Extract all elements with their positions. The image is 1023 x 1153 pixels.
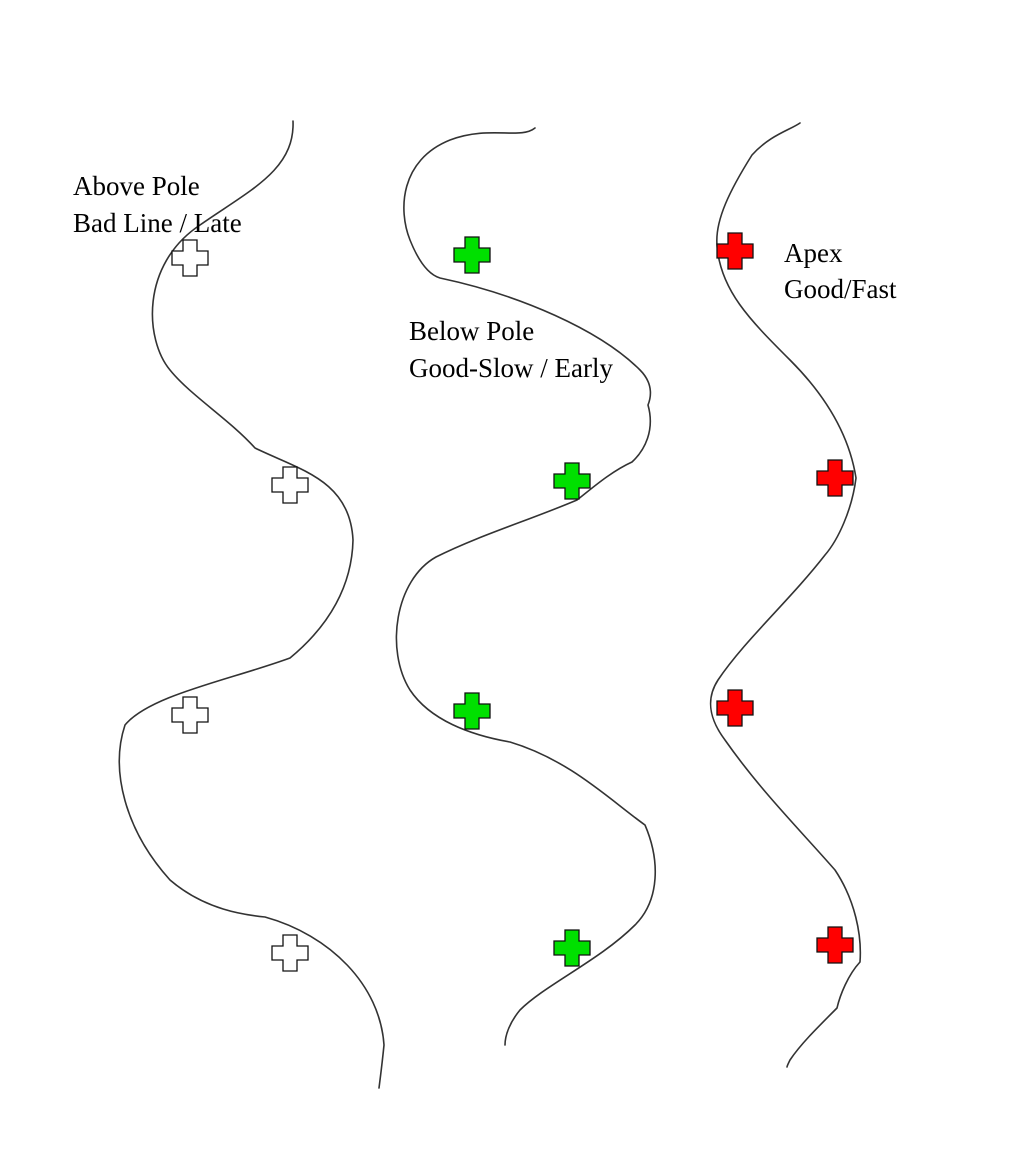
label-apex-line2: Good/Fast: [784, 274, 897, 304]
pole-marker-above-pole-1: [171, 239, 209, 277]
pole-marker-above-pole-3: [171, 696, 209, 734]
pole-marker-apex-2: [816, 459, 854, 497]
pole-marker-below-pole-4: [553, 929, 591, 967]
label-below-pole-line2: Good-Slow / Early: [409, 353, 613, 383]
column-apex: Apex Good/Fast: [709, 122, 897, 1068]
label-above-pole-line1: Above Pole: [73, 171, 200, 201]
pole-marker-below-pole-3: [453, 692, 491, 730]
label-below-pole-line1: Below Pole: [409, 316, 534, 346]
course-line-below-pole: [395, 127, 657, 1046]
label-apex-line1: Apex: [784, 238, 843, 268]
pole-marker-apex-4: [816, 926, 854, 964]
label-above-pole-line2: Bad Line / Late: [73, 208, 242, 238]
course-line-apex: [709, 122, 862, 1068]
pole-marker-above-pole-4: [271, 934, 309, 972]
pole-marker-below-pole-2: [553, 462, 591, 500]
pole-marker-below-pole-1: [453, 236, 491, 274]
course-line-above-pole: [118, 120, 385, 1089]
pole-markers-above-pole: [171, 239, 309, 972]
pole-marker-apex-3: [716, 689, 754, 727]
pole-marker-above-pole-2: [271, 466, 309, 504]
column-above-pole: Above Pole Bad Line / Late: [73, 120, 385, 1089]
pole-markers-below-pole: [453, 236, 591, 967]
column-below-pole: Below Pole Good-Slow / Early: [395, 127, 657, 1046]
pole-markers-apex: [716, 232, 854, 964]
pole-marker-apex-1: [716, 232, 754, 270]
